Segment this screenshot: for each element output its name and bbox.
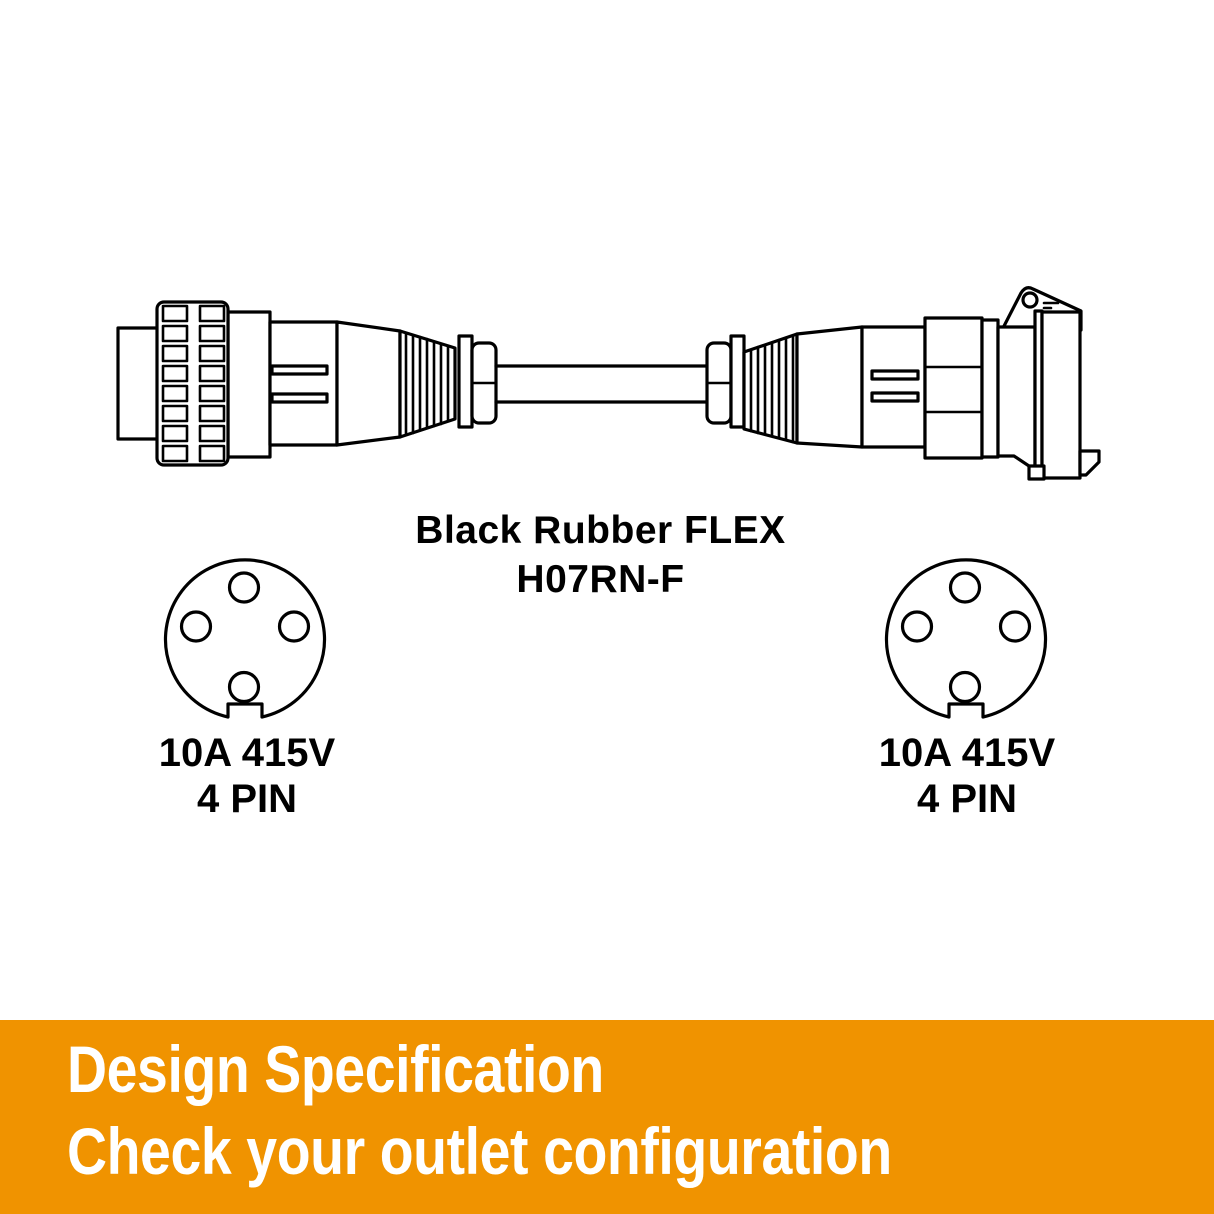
banner-title: Design Specification [67,1032,604,1106]
cable-line [494,364,709,404]
right-connector-label: 10A 415V 4 PIN [807,730,1127,822]
banner-subtitle: Check your outlet configuration [67,1114,892,1188]
cable-type-line1: Black Rubber FLEX [415,509,786,552]
cable-type-label: Black Rubber FLEX H07RN-F [0,506,1201,604]
left-connector-pin-count: 4 PIN [196,777,298,821]
hinge-pin-hole [1021,291,1039,309]
plug-illustration [116,300,498,467]
right-connector-pin-count: 4 PIN [916,777,1018,821]
cable-type-line2: H07RN-F [516,558,685,601]
left-connector-rating: 10A 415V [158,731,336,775]
socket-illustration [705,286,1101,481]
pin-diagram-right [884,558,1048,719]
spec-banner: Design Specification Check your outlet c… [0,1020,1214,1214]
left-connector-label: 10A 415V 4 PIN [87,730,407,822]
right-connector-rating: 10A 415V [878,731,1056,775]
knurl-pattern [161,304,226,463]
pin-diagram-left [163,558,327,719]
